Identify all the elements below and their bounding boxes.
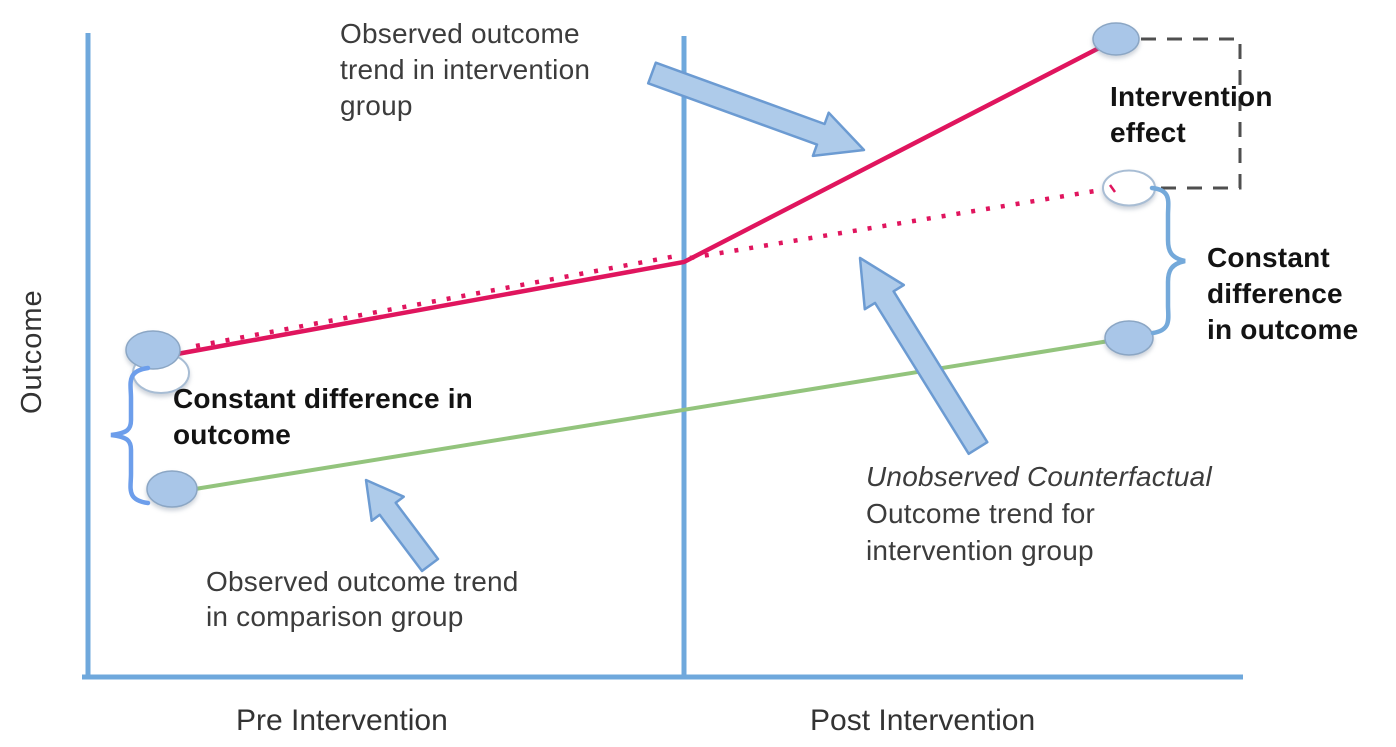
label-line: Unobserved Counterfactual [866, 461, 1212, 492]
label-line: Constant [1207, 242, 1330, 273]
label-line: Observed outcome [340, 18, 580, 49]
intervention-effect-dashed-box [1141, 37, 1242, 190]
arrow-to-counterfactual-line [858, 256, 989, 456]
label-line: difference [1207, 278, 1343, 309]
label-line: Constant difference in [173, 383, 473, 414]
label-line: Intervention [1110, 81, 1273, 112]
label-line: trend in intervention [340, 54, 591, 85]
x-axis-label-pre: Pre Intervention [236, 704, 448, 737]
arrow-to-intervention-line [646, 61, 866, 158]
brace-constant-difference-left [110, 365, 151, 506]
counterfactual-dotted-pre [195, 253, 677, 349]
counterfactual-dotted-post [689, 187, 1102, 261]
label-line: Outcome trend for [866, 498, 1096, 529]
label-line: group [340, 90, 413, 121]
intervention-trend-line [176, 46, 1101, 357]
marker-comparison-pre [146, 470, 198, 508]
label-line: effect [1110, 117, 1186, 148]
label-constant-difference-right: Constant difference in outcome [1207, 240, 1358, 348]
label-line: in comparison group [206, 601, 464, 632]
counterfactual-post-red-tick [1108, 184, 1117, 193]
label-intervention-effect: Intervention effect [1110, 79, 1273, 151]
label-line: intervention group [866, 535, 1094, 566]
label-line: in outcome [1207, 314, 1359, 345]
marker-intervention-post [1092, 22, 1140, 56]
brace-constant-difference-right [1149, 185, 1186, 336]
comparison-trend-line [194, 339, 1110, 491]
label-observed-comparison: Observed outcome trend in comparison gro… [206, 564, 519, 634]
marker-intervention-pre [125, 330, 181, 370]
x-axis-label-post: Post Intervention [810, 704, 1036, 737]
label-unobserved-counterfactual: Unobserved Counterfactual Outcome trend … [866, 458, 1212, 569]
label-observed-intervention: Observed outcome trend in intervention g… [340, 16, 590, 124]
marker-comparison-post [1104, 320, 1154, 356]
label-line: outcome [173, 419, 292, 450]
arrow-to-comparison-line [364, 478, 440, 573]
label-constant-difference-left: Constant difference in outcome [173, 381, 473, 453]
y-axis-label: Outcome [16, 289, 48, 414]
label-line: Observed outcome trend [206, 566, 519, 597]
